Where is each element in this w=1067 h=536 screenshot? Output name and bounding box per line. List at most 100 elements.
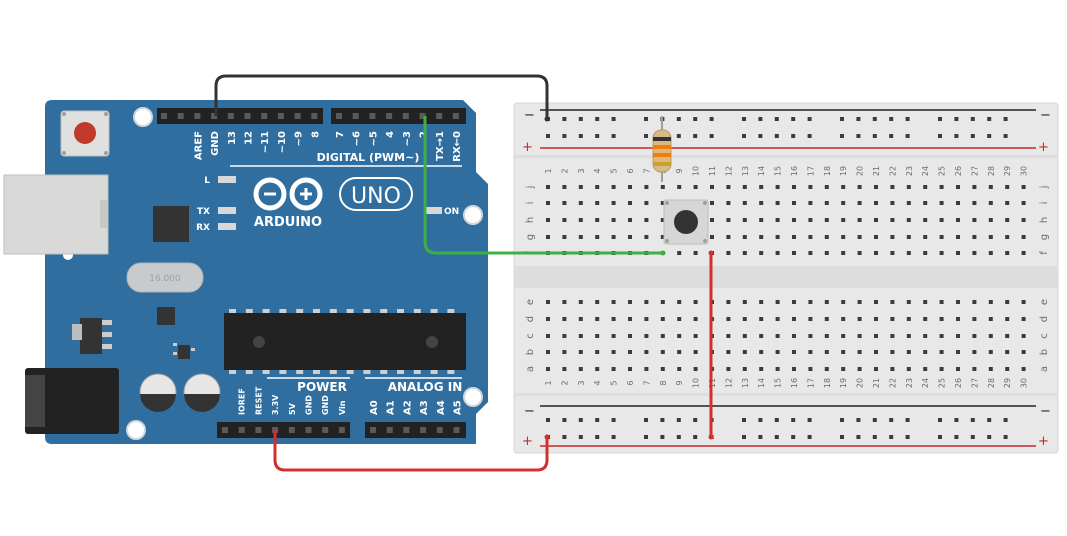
- breadboard-hole[interactable]: [890, 334, 895, 338]
- breadboard-hole[interactable]: [693, 185, 698, 189]
- rail-hole[interactable]: [595, 117, 600, 121]
- breadboard-hole[interactable]: [824, 350, 829, 354]
- breadboard-hole[interactable]: [890, 235, 895, 239]
- breadboard-hole[interactable]: [693, 300, 698, 304]
- rail-hole[interactable]: [938, 134, 942, 138]
- push-button[interactable]: [663, 199, 709, 245]
- rail-hole[interactable]: [840, 134, 844, 138]
- wire-red-5v[interactable]: [273, 430, 549, 472]
- rail-hole[interactable]: [791, 134, 796, 138]
- header-pin[interactable]: [238, 427, 245, 433]
- breadboard-hole[interactable]: [644, 350, 649, 354]
- breadboard-hole[interactable]: [595, 350, 600, 354]
- breadboard-hole[interactable]: [939, 350, 944, 354]
- breadboard-hole[interactable]: [824, 201, 829, 205]
- breadboard-hole[interactable]: [792, 350, 796, 354]
- breadboard-hole[interactable]: [1005, 201, 1010, 205]
- breadboard-hole[interactable]: [611, 185, 616, 189]
- breadboard-hole[interactable]: [906, 317, 911, 321]
- breadboard-hole[interactable]: [988, 185, 993, 189]
- breadboard-hole[interactable]: [923, 367, 928, 371]
- breadboard-hole[interactable]: [546, 367, 550, 371]
- rail-hole[interactable]: [938, 117, 942, 121]
- breadboard-hole[interactable]: [628, 235, 632, 239]
- breadboard-hole[interactable]: [956, 201, 960, 205]
- rail-hole[interactable]: [889, 134, 894, 138]
- header-pin[interactable]: [177, 113, 184, 119]
- breadboard-hole[interactable]: [742, 201, 747, 205]
- rail-hole[interactable]: [578, 435, 583, 439]
- header-pin[interactable]: [322, 427, 329, 433]
- breadboard-hole[interactable]: [874, 350, 878, 354]
- breadboard-hole[interactable]: [890, 185, 895, 189]
- header-pin[interactable]: [452, 113, 459, 119]
- rail-hole[interactable]: [546, 134, 550, 138]
- header-pin[interactable]: [386, 113, 393, 119]
- breadboard-hole[interactable]: [775, 334, 780, 338]
- breadboard-hole[interactable]: [546, 350, 550, 354]
- breadboard-hole[interactable]: [726, 334, 731, 338]
- resistor[interactable]: [652, 116, 672, 182]
- breadboard-hole[interactable]: [578, 185, 583, 189]
- rail-hole[interactable]: [856, 435, 861, 439]
- breadboard-hole[interactable]: [1021, 350, 1026, 354]
- breadboard-hole[interactable]: [939, 185, 944, 189]
- header-pin[interactable]: [436, 113, 443, 119]
- breadboard-hole[interactable]: [972, 317, 977, 321]
- breadboard-hole[interactable]: [808, 300, 813, 304]
- rail-hole[interactable]: [807, 418, 812, 422]
- breadboard-hole[interactable]: [808, 235, 813, 239]
- breadboard-hole[interactable]: [857, 251, 862, 255]
- rail-hole[interactable]: [856, 418, 861, 422]
- breadboard-hole[interactable]: [1005, 367, 1010, 371]
- rail-hole[interactable]: [595, 134, 600, 138]
- breadboard-hole[interactable]: [824, 185, 829, 189]
- rail-hole[interactable]: [970, 418, 975, 422]
- breadboard-hole[interactable]: [956, 317, 960, 321]
- rail-hole[interactable]: [676, 134, 681, 138]
- rail-hole[interactable]: [676, 117, 681, 121]
- rail-hole[interactable]: [987, 117, 992, 121]
- breadboard-hole[interactable]: [644, 367, 649, 371]
- breadboard[interactable]: − + − + − + − + 123456789101112131415161…: [513, 102, 1059, 454]
- breadboard-hole[interactable]: [890, 350, 895, 354]
- breadboard-hole[interactable]: [923, 334, 928, 338]
- rail-hole[interactable]: [644, 435, 648, 439]
- breadboard-hole[interactable]: [1005, 300, 1010, 304]
- breadboard-hole[interactable]: [660, 350, 665, 354]
- rail-hole[interactable]: [840, 117, 844, 121]
- breadboard-hole[interactable]: [611, 317, 616, 321]
- rail-hole[interactable]: [611, 418, 616, 422]
- breadboard-hole[interactable]: [988, 367, 993, 371]
- breadboard-hole[interactable]: [988, 201, 993, 205]
- breadboard-hole[interactable]: [792, 334, 796, 338]
- breadboard-hole[interactable]: [677, 300, 682, 304]
- rail-hole[interactable]: [872, 117, 877, 121]
- breadboard-hole[interactable]: [578, 300, 583, 304]
- breadboard-hole[interactable]: [988, 235, 993, 239]
- breadboard-hole[interactable]: [972, 367, 977, 371]
- header-pin[interactable]: [336, 113, 342, 119]
- breadboard-hole[interactable]: [923, 185, 928, 189]
- breadboard-hole[interactable]: [595, 218, 600, 222]
- breadboard-hole[interactable]: [890, 317, 895, 321]
- rail-hole[interactable]: [791, 418, 796, 422]
- breadboard-hole[interactable]: [759, 201, 764, 205]
- breadboard-hole[interactable]: [644, 300, 649, 304]
- rail-hole[interactable]: [807, 435, 812, 439]
- rail-hole[interactable]: [840, 435, 844, 439]
- rail-hole[interactable]: [987, 435, 992, 439]
- breadboard-hole[interactable]: [611, 350, 616, 354]
- rail-hole[interactable]: [970, 134, 975, 138]
- breadboard-hole[interactable]: [775, 218, 780, 222]
- breadboard-hole[interactable]: [956, 367, 960, 371]
- breadboard-hole[interactable]: [841, 334, 846, 338]
- header-pin[interactable]: [244, 113, 251, 119]
- breadboard-hole[interactable]: [841, 235, 846, 239]
- breadboard-hole[interactable]: [759, 218, 764, 222]
- breadboard-hole[interactable]: [578, 334, 583, 338]
- breadboard-hole[interactable]: [874, 300, 878, 304]
- breadboard-hole[interactable]: [841, 317, 846, 321]
- breadboard-hole[interactable]: [578, 317, 583, 321]
- breadboard-hole[interactable]: [677, 317, 682, 321]
